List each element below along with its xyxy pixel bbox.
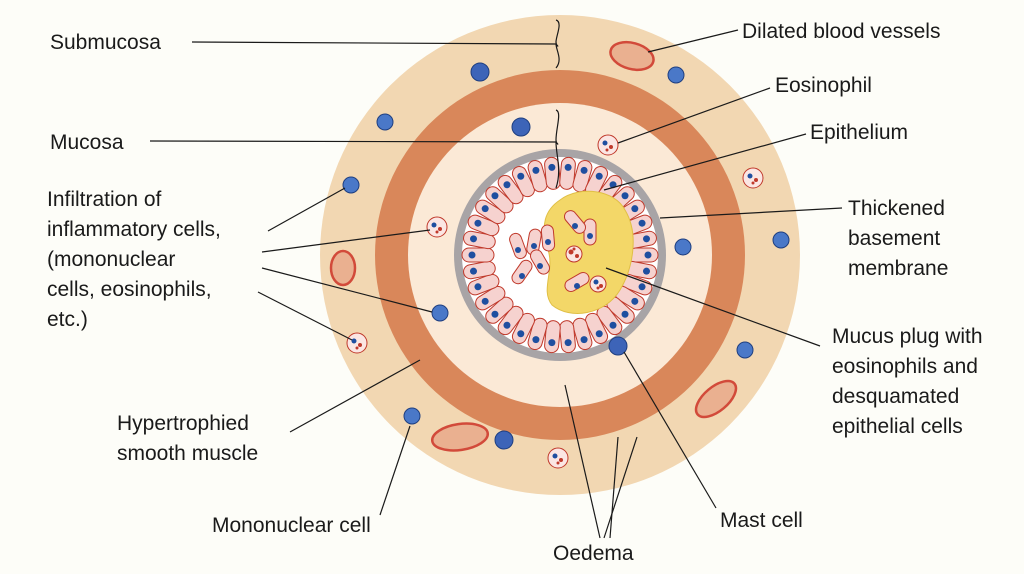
epithelial-nucleus xyxy=(580,336,588,344)
epithelial-nucleus xyxy=(631,205,639,213)
label-submucosa: Submucosa xyxy=(50,31,161,54)
epithelial-nucleus xyxy=(474,219,482,227)
label-smooth-muscle: Hypertrophied smooth muscle xyxy=(117,412,258,465)
epithelial-nucleus xyxy=(491,310,499,318)
mucosa-brace xyxy=(555,109,560,189)
epithelial-cell xyxy=(527,159,548,193)
blood-vessel xyxy=(329,249,357,287)
epithelial-nucleus xyxy=(474,283,482,291)
epithelial-nucleus xyxy=(638,283,646,291)
epithelial-nucleus xyxy=(481,297,489,305)
epithelial-nucleus xyxy=(503,181,511,189)
desquamated-cell xyxy=(509,232,527,260)
desquamated-nucleus xyxy=(515,247,521,253)
label-mucus-plug: Mucus plug with eosinophils and desquama… xyxy=(832,325,988,438)
label-basement-membrane: Thickened basement membrane xyxy=(848,197,951,280)
epithelial-nucleus xyxy=(564,163,572,171)
epithelial-nucleus xyxy=(595,172,603,180)
epithelial-nucleus xyxy=(532,166,540,174)
desquamated-nucleus xyxy=(545,239,551,245)
epithelial-nucleus xyxy=(503,321,511,329)
epithelial-nucleus xyxy=(517,172,525,180)
epithelial-nucleus xyxy=(548,339,556,347)
blood-vessel xyxy=(609,40,655,72)
epithelial-nucleus xyxy=(631,297,639,305)
epithelial-nucleus xyxy=(469,267,477,275)
desquamated-nucleus xyxy=(574,283,580,289)
label-mononuclear-cell: Mononuclear cell xyxy=(212,514,371,537)
desquamated-nucleus xyxy=(531,243,537,249)
desquamated-cell xyxy=(564,272,590,292)
label-oedema: Oedema xyxy=(553,542,634,565)
desquamated-nucleus xyxy=(537,263,543,269)
desquamated-nucleus xyxy=(572,223,578,229)
epithelial-cell xyxy=(461,247,495,263)
epithelial-nucleus xyxy=(643,267,651,275)
epithelial-cell xyxy=(467,273,500,296)
label-infiltration: Infiltration of inflammatory cells, (mon… xyxy=(47,188,227,331)
desquamated-nucleus xyxy=(519,273,525,279)
epithelial-cell xyxy=(467,214,500,237)
desquamated-cell xyxy=(530,249,550,275)
epithelial-nucleus xyxy=(643,235,651,243)
epithelial-cell xyxy=(463,230,496,250)
epithelial-nucleus xyxy=(609,321,617,329)
epithelial-nucleus xyxy=(595,330,603,338)
desquamated-cell xyxy=(511,259,533,285)
epithelial-nucleus xyxy=(491,192,499,200)
epithelial-cell xyxy=(511,166,535,198)
label-dilated-vessels: Dilated blood vessels xyxy=(742,20,940,43)
label-epithelium: Epithelium xyxy=(810,121,908,144)
epithelial-nucleus xyxy=(564,339,572,347)
epithelial-cell xyxy=(572,317,593,351)
mast-cells xyxy=(470,62,628,450)
epithelial-nucleus xyxy=(638,219,646,227)
epithelial-nucleus xyxy=(548,163,556,171)
eosinophils xyxy=(346,134,764,469)
epithelial-cell xyxy=(585,312,609,344)
epithelial-cell xyxy=(544,156,561,190)
epithelial-nucleus xyxy=(517,330,525,338)
epithelial-cell xyxy=(475,199,506,225)
epithelial-nucleus xyxy=(469,235,477,243)
label-eosinophil: Eosinophil xyxy=(775,74,872,97)
epithelial-nucleus xyxy=(481,205,489,213)
label-mucosa: Mucosa xyxy=(50,131,124,154)
epithelial-cell xyxy=(544,320,561,354)
desquamated-cell xyxy=(583,218,597,246)
epithelial-cell xyxy=(475,285,506,311)
epithelial-nucleus xyxy=(621,192,629,200)
mononuclear-cells xyxy=(342,66,790,425)
epithelial-nucleus xyxy=(644,251,652,259)
epithelial-nucleus xyxy=(621,310,629,318)
epithelial-cell xyxy=(559,156,576,190)
blood-vessel xyxy=(694,379,738,419)
desquamated-cells xyxy=(509,210,597,292)
epithelial-cell xyxy=(511,312,535,344)
submucosa-brace xyxy=(555,19,560,69)
plug-eosinophil xyxy=(589,275,607,293)
label-mast-cell: Mast cell xyxy=(720,509,803,532)
desquamated-cell xyxy=(564,210,586,234)
desquamated-nucleus xyxy=(587,233,593,239)
blood-vessel xyxy=(430,422,490,452)
epithelial-nucleus xyxy=(580,166,588,174)
leader-lines xyxy=(149,29,843,539)
plug-eosinophil xyxy=(565,245,583,263)
epithelial-cell xyxy=(463,260,496,280)
epithelial-nucleus xyxy=(532,336,540,344)
desquamated-cell xyxy=(540,224,556,252)
epithelial-nucleus xyxy=(468,251,476,259)
epithelial-cell xyxy=(559,320,576,354)
